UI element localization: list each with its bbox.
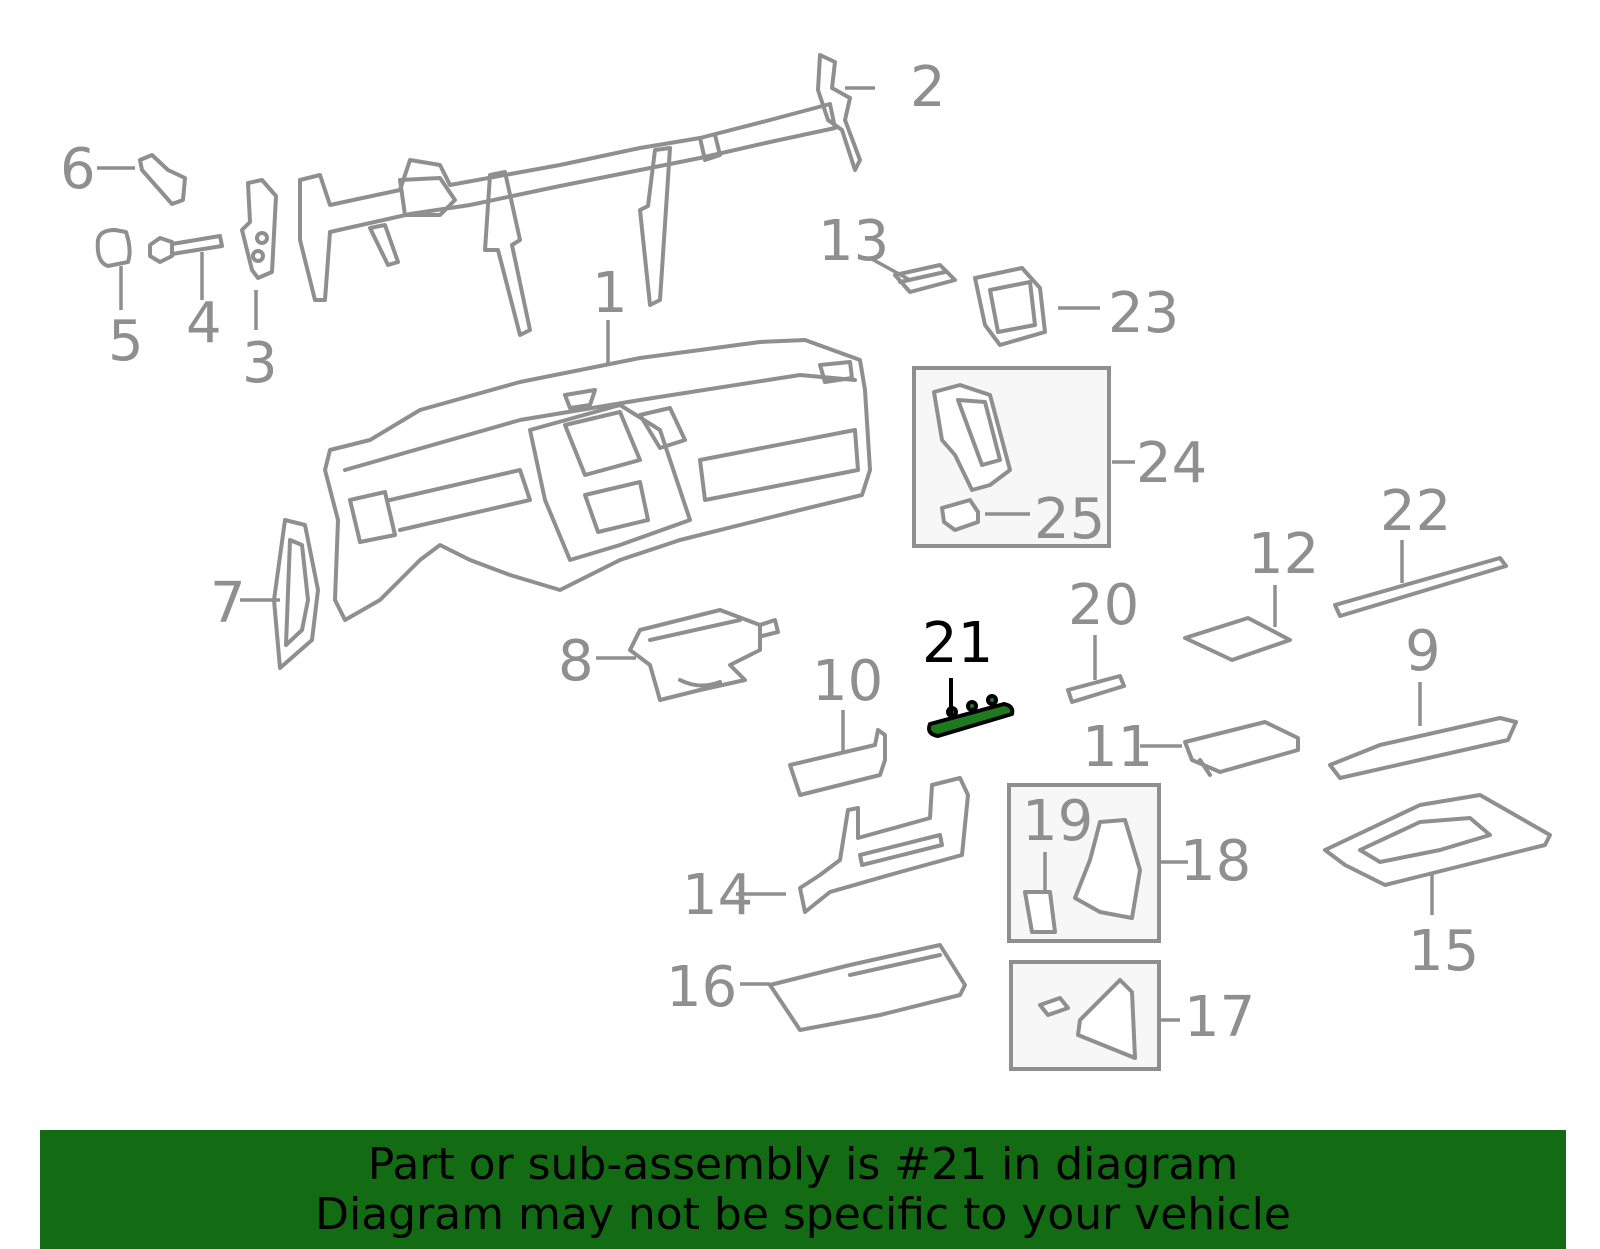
callout-13: 13	[818, 209, 889, 274]
callout-20: 20	[1068, 573, 1139, 638]
part-1-instrument-panel	[323, 338, 872, 622]
part-14-lower-panel	[798, 776, 970, 914]
part-21-highlighted	[927, 694, 1015, 738]
part-6-bracket	[138, 153, 187, 206]
part-24-box	[912, 366, 1111, 548]
part-8-airbag	[628, 608, 780, 702]
callout-7: 7	[210, 571, 246, 636]
part-18-box	[1007, 783, 1161, 943]
callout-15: 15	[1408, 919, 1479, 984]
callout-23: 23	[1108, 281, 1179, 346]
callout-8: 8	[558, 629, 594, 694]
part-9-trim	[1328, 716, 1518, 780]
part-16-under-cover	[768, 943, 967, 1032]
callout-14: 14	[682, 863, 753, 928]
part-3-bracket	[240, 178, 278, 280]
callout-17: 17	[1184, 985, 1255, 1050]
callout-1: 1	[592, 261, 628, 326]
callout-11: 11	[1082, 715, 1153, 780]
part-17-box	[1009, 960, 1161, 1071]
callout-24: 24	[1136, 431, 1207, 496]
banner-line-2: Diagram may not be specific to your vehi…	[315, 1189, 1291, 1240]
part-10-trim	[788, 728, 887, 797]
callout-6: 6	[60, 137, 96, 202]
callout-3: 3	[242, 331, 278, 396]
part-2-support-beam	[298, 53, 862, 337]
callout-2: 2	[910, 55, 946, 120]
part-11-pocket	[1183, 720, 1300, 777]
part-12-lid	[1183, 616, 1292, 662]
leader-lines	[97, 86, 1434, 1022]
callout-12: 12	[1248, 522, 1319, 587]
callout-labels: 1 2 3 4 5 6 7 8 9 10 11 12 13 14 15 16 1…	[60, 55, 1479, 1050]
banner-line-1: Part or sub-assembly is #21 in diagram	[367, 1139, 1239, 1190]
callout-16: 16	[666, 955, 737, 1020]
part-4-bolt	[148, 234, 224, 264]
part-5-cap	[95, 228, 132, 268]
callout-5: 5	[108, 309, 144, 374]
callout-25: 25	[1034, 487, 1105, 552]
callout-21-highlighted: 21	[922, 611, 993, 676]
callout-18: 18	[1180, 829, 1251, 894]
part-15-lower-trim	[1323, 793, 1552, 887]
part-22-trim	[1333, 556, 1508, 618]
callout-4: 4	[186, 291, 222, 356]
part-20-clip	[1066, 674, 1126, 704]
callout-9: 9	[1405, 619, 1441, 684]
callout-10: 10	[812, 649, 883, 714]
part-7-side-panel	[272, 518, 320, 670]
info-banner: Part or sub-assembly is #21 in diagram D…	[40, 1130, 1566, 1249]
part-23-bezel	[973, 266, 1047, 347]
callout-22: 22	[1380, 479, 1451, 544]
callout-19: 19	[1022, 789, 1093, 854]
